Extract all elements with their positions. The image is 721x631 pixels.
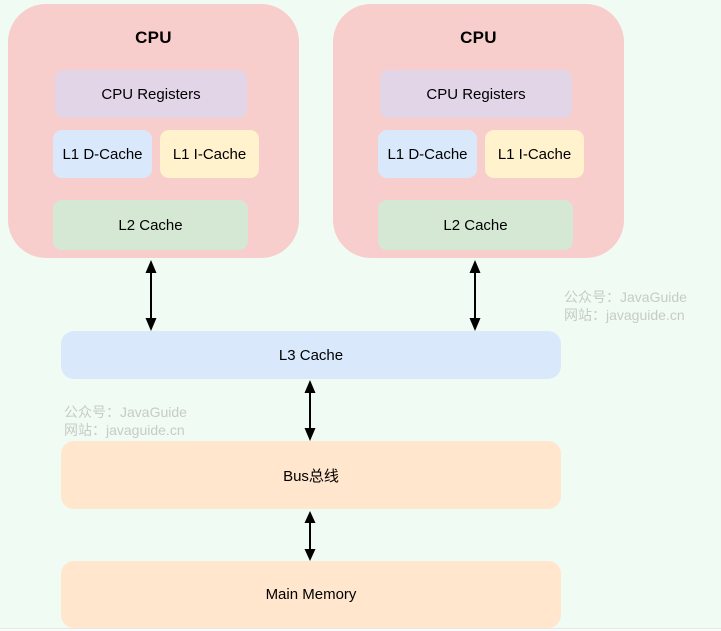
main-memory-box: Main Memory: [61, 561, 561, 628]
cpu2-l1-icache-box: L1 I-Cache: [485, 130, 584, 178]
l3-cache-box: L3 Cache: [61, 331, 561, 379]
watermark-left-line1: 公众号：JavaGuide: [64, 404, 187, 420]
cpu1-registers-box: CPU Registers: [55, 70, 247, 118]
screenshot-bottom-edge: [0, 628, 721, 631]
double-arrow-bus-memory-icon: [304, 511, 316, 561]
cpu2-l1-icache-label: L1 I-Cache: [497, 145, 572, 163]
cpu1-l2-cache-box: L2 Cache: [53, 200, 248, 250]
double-arrow-l3-bus-icon: [304, 380, 316, 441]
cpu2-l2-cache-box: L2 Cache: [378, 200, 573, 250]
main-memory-label: Main Memory: [265, 586, 357, 603]
cpu2-l1-dcache-label: L1 D-Cache: [387, 145, 468, 163]
cpu2-registers-box: CPU Registers: [380, 70, 572, 118]
cpu2-l2-cache-label: L2 Cache: [443, 216, 508, 234]
bus-label: Bus总线: [283, 467, 339, 485]
watermark-right: 公众号：JavaGuide 网站：javaguide.cn: [564, 288, 687, 324]
cpu1-l1-dcache-box: L1 D-Cache: [53, 130, 152, 178]
bus-box: Bus总线: [61, 441, 561, 509]
cpu1-block: CPU CPU Registers L1 D-Cache L1 I-Cache …: [8, 4, 299, 258]
cpu1-l1-dcache-label: L1 D-Cache: [62, 145, 143, 163]
watermark-right-line1: 公众号：JavaGuide: [564, 289, 687, 305]
watermark-right-line2: 网站：javaguide.cn: [564, 307, 685, 323]
cpu2-block: CPU CPU Registers L1 D-Cache L1 I-Cache …: [333, 4, 624, 258]
cpu2-title: CPU: [460, 28, 497, 47]
watermark-left: 公众号：JavaGuide 网站：javaguide.cn: [64, 403, 187, 439]
cpu1-registers-label: CPU Registers: [101, 85, 201, 103]
cpu1-l1-icache-box: L1 I-Cache: [160, 130, 259, 178]
cpu1-l1-icache-label: L1 I-Cache: [172, 145, 247, 163]
double-arrow-cpu1-l3-icon: [145, 260, 157, 331]
l3-cache-label: L3 Cache: [278, 346, 344, 364]
cpu1-title: CPU: [135, 28, 172, 47]
double-arrow-cpu2-l3-icon: [469, 260, 481, 331]
cpu1-l2-cache-label: L2 Cache: [118, 216, 183, 234]
cpu2-l1-dcache-box: L1 D-Cache: [378, 130, 477, 178]
watermark-left-line2: 网站：javaguide.cn: [64, 422, 185, 438]
cpu2-registers-label: CPU Registers: [426, 85, 526, 103]
